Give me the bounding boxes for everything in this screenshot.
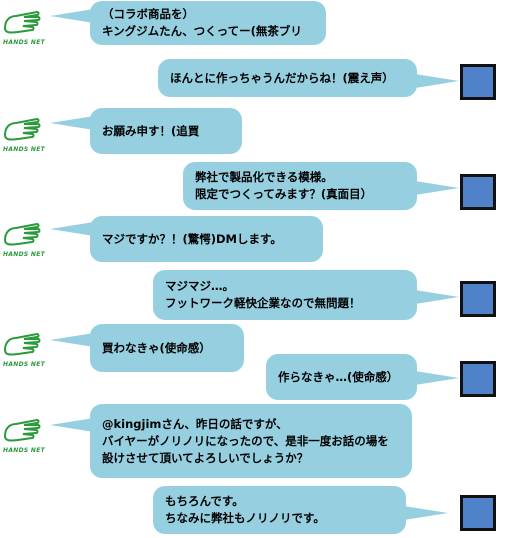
user-avatar [460, 495, 496, 531]
message-bubble: マジマジ…。 フットワーク軽快企業なので無問題！ [153, 270, 417, 320]
hands-net-logo: HANDS NET [2, 330, 48, 374]
message-line: ちなみに弊社もノリノリです。 [165, 511, 325, 525]
message-line: お願み申す！(追買 [102, 123, 200, 138]
message-line: マジマジ…。 [165, 279, 234, 293]
user-avatar [460, 174, 496, 210]
message-bubble: 作らなきゃ…(使命感） [266, 354, 417, 400]
bubble-tail [415, 371, 459, 385]
message-line: 弊社で製品化できる模様。 [195, 170, 333, 184]
logo-text: HANDS NET [3, 146, 45, 153]
message-line: 設けさせて頂いてよろしいでしょうか？ [102, 450, 309, 465]
message-line: 作らなきゃ…(使命感） [278, 369, 399, 384]
message-line: （コラボ商品を） [102, 7, 194, 21]
hand-logo-icon [3, 10, 41, 34]
logo-text: HANDS NET [3, 447, 45, 454]
bubble-tail [415, 181, 459, 195]
hand-logo-icon [3, 117, 41, 141]
message-line: フットワーク軽快企業なので無問題！ [165, 296, 361, 310]
message-bubble: お願み申す！(追買 [90, 108, 242, 154]
message-line: キングジムたん、つくってー(無茶ブリ [102, 24, 302, 38]
message-line: ほんとに作っちゃうんだからね！(震え声） [170, 70, 394, 85]
bubble-tail [50, 418, 94, 432]
message-bubble: 弊社で製品化できる模様。 限定でつくってみます？(真面目） [183, 162, 417, 210]
hand-logo-icon [3, 332, 41, 356]
message-line: もちろんです。 [165, 494, 244, 508]
hands-net-logo: HANDS NET [2, 8, 48, 52]
message-line: @kingjimさん、昨日の話ですが、 [102, 416, 288, 431]
hands-net-logo: HANDS NET [2, 416, 48, 460]
bubble-tail [404, 506, 448, 520]
user-avatar [460, 281, 496, 317]
hands-net-logo: HANDS NET [2, 115, 48, 159]
bubble-tail [50, 333, 94, 347]
user-avatar [460, 64, 496, 100]
bubble-tail [50, 9, 94, 23]
logo-text: HANDS NET [3, 251, 45, 258]
hand-logo-icon [3, 222, 41, 246]
message-bubble: （コラボ商品を） キングジムたん、つくってー(無茶ブリ [90, 1, 326, 45]
message-line: 限定でつくってみます？(真面目） [195, 187, 373, 201]
message-line: 買わなきゃ(使命感） [102, 340, 211, 355]
bubble-tail [415, 74, 459, 88]
message-bubble: もちろんです。 ちなみに弊社もノリノリです。 [153, 486, 406, 534]
message-bubble: @kingjimさん、昨日の話ですが、 バイヤーがノリノリになったので、是非一度… [90, 404, 412, 478]
bubble-tail [50, 222, 94, 236]
message-bubble: 買わなきゃ(使命感） [90, 324, 244, 372]
message-line: マジですか？！(驚愕)DMします。 [102, 231, 282, 246]
bubble-tail [415, 290, 459, 304]
bubble-tail [50, 116, 94, 130]
logo-text: HANDS NET [3, 39, 45, 46]
user-avatar [460, 361, 496, 397]
hands-net-logo: HANDS NET [2, 220, 48, 264]
message-bubble: ほんとに作っちゃうんだからね！(震え声） [158, 59, 417, 97]
hand-logo-icon [3, 418, 41, 442]
message-line: バイヤーがノリノリになったので、是非一度お話の場を [102, 433, 389, 448]
logo-text: HANDS NET [3, 361, 45, 368]
message-bubble: マジですか？！(驚愕)DMします。 [90, 216, 323, 262]
